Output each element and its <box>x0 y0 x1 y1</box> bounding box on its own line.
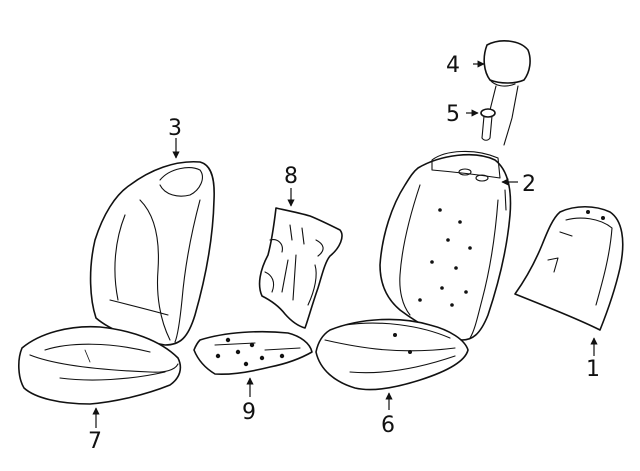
callout-5: 5 <box>446 102 460 127</box>
callout-6: 6 <box>381 413 395 438</box>
part-1-back-panel <box>514 205 624 331</box>
callout-7: 7 <box>88 429 102 454</box>
callout-3: 3 <box>168 116 182 141</box>
part-9-cushion-pad <box>193 330 313 375</box>
part-7-cushion-cover <box>18 325 182 405</box>
part-6-seat-cushion <box>315 318 469 391</box>
callout-8: 8 <box>284 164 298 189</box>
part-4-headrest <box>483 40 531 146</box>
callout-2: 2 <box>522 172 536 197</box>
part-3-backrest-cover <box>89 160 215 346</box>
callout-9: 9 <box>242 400 256 425</box>
callout-1: 1 <box>586 357 600 382</box>
part-8-backrest-pad <box>258 207 343 329</box>
part-5-guide-sleeve <box>480 108 496 141</box>
part-2-backrest-trim <box>379 150 512 341</box>
callout-4: 4 <box>446 53 460 78</box>
